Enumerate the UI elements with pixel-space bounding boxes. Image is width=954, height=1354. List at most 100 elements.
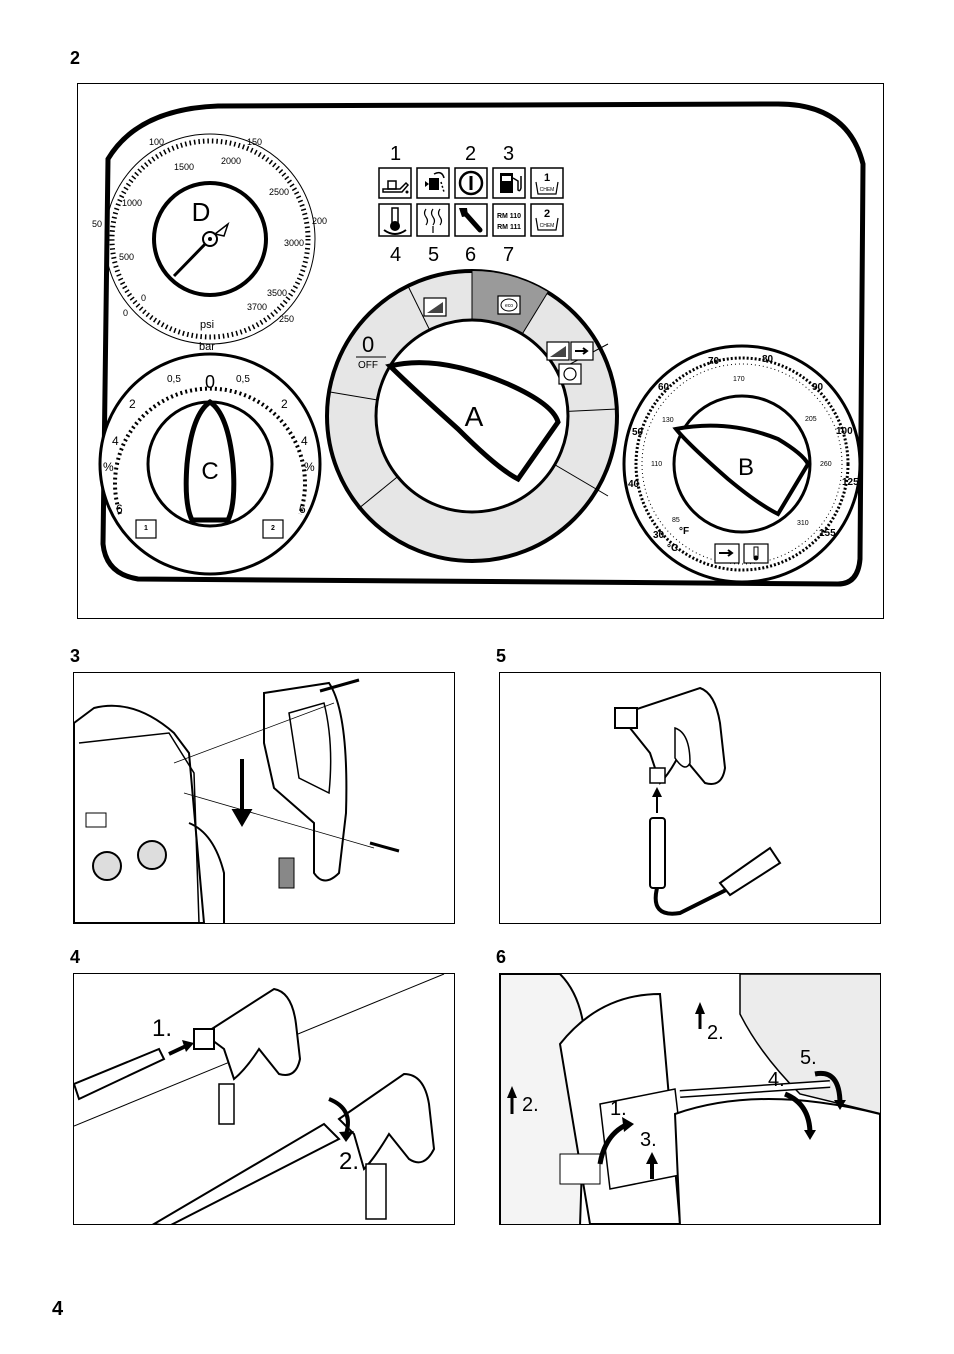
eco-text: eco (505, 303, 513, 309)
figure-3-handle-mounting (73, 672, 455, 924)
celsius-tick-80: 80 (762, 354, 774, 365)
dial-c-tick-right-4: 4 (301, 434, 308, 448)
psi-tick-500: 500 (119, 252, 134, 262)
unit-celsius: °C (667, 543, 678, 554)
figure-6-step-3: 3. (640, 1129, 657, 1151)
psi-tick-2500: 2500 (269, 187, 289, 197)
off-position-number: 0 (362, 332, 374, 357)
figure-number-3: 3 (70, 646, 81, 666)
thermometer-icon (378, 203, 412, 237)
figure-number-2: 2 (70, 48, 81, 68)
indicator-number-5: 5 (428, 244, 439, 266)
figure-4-step-1: 1. (152, 1015, 172, 1042)
figure-5-lance-connection (499, 672, 881, 924)
figure-6-mounting-detail: 2. 2. 1. 3. 4. 5. (499, 973, 881, 1225)
dial-c-knob[interactable] (183, 398, 237, 523)
figure-number-4: 4 (70, 947, 81, 967)
figure-2-control-panel: D 1500 2000 2500 3000 3500 1000 500 0 37… (77, 83, 884, 619)
fahrenheit-tick-130: 130 (662, 417, 674, 424)
indicator-number-3: 3 (503, 143, 514, 165)
rm-label-2: RM 111 (497, 224, 521, 231)
figure-6-step-2b: 2. (522, 1094, 539, 1116)
selector-switch-a[interactable]: A 0 OFF eco (325, 269, 619, 563)
dial-c-tick-left-2: 2 (129, 397, 136, 411)
bar-tick-50: 50 (92, 219, 102, 229)
figure-6-step-1: 1. (610, 1098, 627, 1120)
dial-c-chem-2-number: 2 (271, 525, 275, 532)
psi-tick-3700: 3700 (247, 302, 267, 312)
fahrenheit-tick-170: 170 (733, 376, 745, 383)
wrench-icon (454, 203, 488, 237)
gauge-d-label: D (192, 197, 211, 227)
figure-6-step-5: 5. (800, 1047, 817, 1069)
oil-can-icon (378, 167, 412, 199)
down-arrow-icon (231, 759, 253, 827)
celsius-tick-100: 100 (836, 426, 853, 437)
selector-a-knob[interactable] (385, 360, 561, 483)
cold-water-icon (423, 297, 447, 317)
celsius-tick-60: 60 (658, 382, 670, 393)
temperature-dial-b[interactable]: B 30 40 50 60 70 80 90 100 125 155 85 11… (622, 344, 862, 584)
rm-label-1: RM 110 (497, 213, 521, 220)
figure-number-5: 5 (496, 646, 507, 666)
fahrenheit-tick-310: 310 (797, 520, 809, 527)
bar-tick-0: 0 (123, 308, 128, 318)
figure-5-drawing (614, 686, 782, 916)
fahrenheit-tick-85: 85 (672, 517, 680, 524)
psi-tick-3500: 3500 (267, 288, 287, 298)
celsius-tick-125: 125 (842, 477, 859, 488)
bar-tick-250: 250 (279, 314, 294, 324)
indicator-number-7: 7 (503, 244, 514, 266)
dial-c-tick-left-6: 6 (116, 502, 123, 516)
dial-c-tick-right-05: 0,5 (236, 374, 250, 385)
psi-tick-3000: 3000 (284, 238, 304, 248)
unit-fahrenheit: °F (679, 526, 689, 537)
indicator-number-4: 4 (390, 244, 401, 266)
celsius-tick-30: 30 (653, 530, 665, 541)
psi-tick-1000: 1000 (122, 198, 142, 208)
off-position-label: OFF (358, 360, 378, 371)
dial-c-unit-left: % (103, 460, 114, 474)
hot-water-icon (546, 341, 594, 361)
dial-c-tick-right-2: 2 (281, 397, 288, 411)
figure-4-drawing: 1. 2. (74, 974, 445, 1224)
up-arrow-icon (652, 787, 662, 797)
figure-4-step-2: 2. (339, 1148, 359, 1175)
chemical-1-icon: 1 CHEM (530, 167, 564, 199)
dial-c-chem-1-number: 1 (144, 525, 148, 532)
figure-6-step-4: 4. (768, 1069, 785, 1091)
steam-icon (558, 363, 582, 385)
dial-b-knob[interactable] (672, 423, 811, 517)
celsius-tick-70: 70 (708, 356, 720, 367)
figure-6-drawing: 2. 2. 1. 3. 4. 5. (500, 974, 880, 1224)
motor-direction-icon (416, 167, 450, 199)
gauge-d: D 1500 2000 2500 3000 3500 1000 500 0 37… (92, 133, 327, 353)
celsius-tick-50: 50 (632, 427, 644, 438)
indicator-number-1: 1 (390, 143, 401, 165)
chem-1-text: CHEM (540, 187, 555, 193)
fahrenheit-tick-205: 205 (805, 416, 817, 423)
dial-c-unit-right: % (304, 460, 315, 474)
rm-indicator-icon: RM 110 RM 111 (492, 203, 526, 237)
bar-tick-100: 100 (149, 137, 164, 147)
indicator-number-6: 6 (465, 244, 476, 266)
dial-c-label: C (201, 458, 218, 485)
connect-arrow-icon (182, 1040, 194, 1052)
page-number: 4 (52, 1298, 64, 1320)
figure-3-drawing (74, 678, 400, 923)
gauge-d-needle (172, 237, 212, 278)
indicator-number-2: 2 (465, 143, 476, 165)
fuel-pump-icon (492, 167, 526, 199)
fahrenheit-tick-260: 260 (820, 461, 832, 468)
power-on-icon (454, 167, 488, 199)
dial-c-tick-right-6: 6 (299, 502, 306, 516)
figure-4-hose-connection: 1. 2. (73, 973, 455, 1225)
figure-6-step-2a: 2. (707, 1022, 724, 1044)
detergent-dial-c[interactable]: C 0 0,5 2 4 % 6 0,5 2 4 % 6 1 2 (98, 352, 322, 576)
panel-outline (100, 101, 866, 587)
chem-2-number: 2 (544, 208, 550, 220)
psi-tick-2000: 2000 (221, 156, 241, 166)
chemical-2-icon: 2 CHEM (530, 203, 564, 237)
bar-tick-150: 150 (247, 137, 262, 147)
rotate-arrow-icon (339, 1131, 354, 1142)
